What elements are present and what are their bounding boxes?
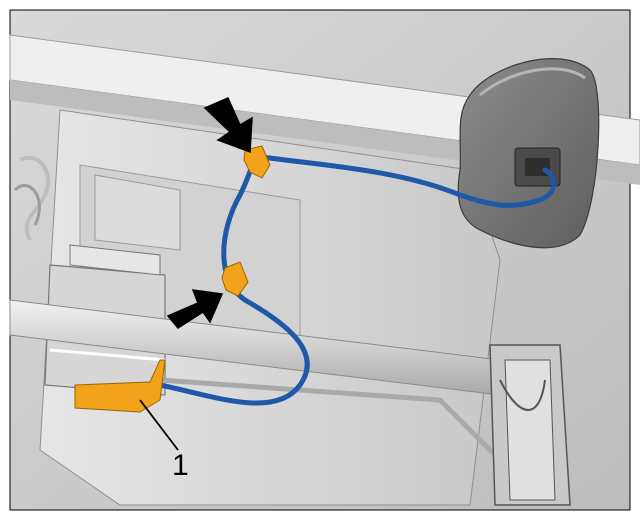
connector-1: [74, 359, 166, 413]
headrest-highlight: [479, 67, 586, 97]
left-wire: [19, 155, 51, 241]
bracket-line: [49, 348, 166, 362]
rail-clip: [499, 379, 546, 411]
callout-1-label: 1: [172, 449, 189, 482]
arrow-middle-icon: [166, 289, 224, 329]
inner-bracket: [94, 174, 181, 251]
blue-cable: [157, 155, 557, 406]
clip-upper: [243, 145, 271, 179]
left-bracket-top: [69, 244, 161, 276]
arrow-top-icon: [203, 97, 253, 154]
clip-middle: [221, 261, 249, 297]
left-wire-2: [13, 184, 41, 226]
callout-1-leader: [139, 399, 179, 451]
seat-rail-inner: [504, 359, 556, 501]
